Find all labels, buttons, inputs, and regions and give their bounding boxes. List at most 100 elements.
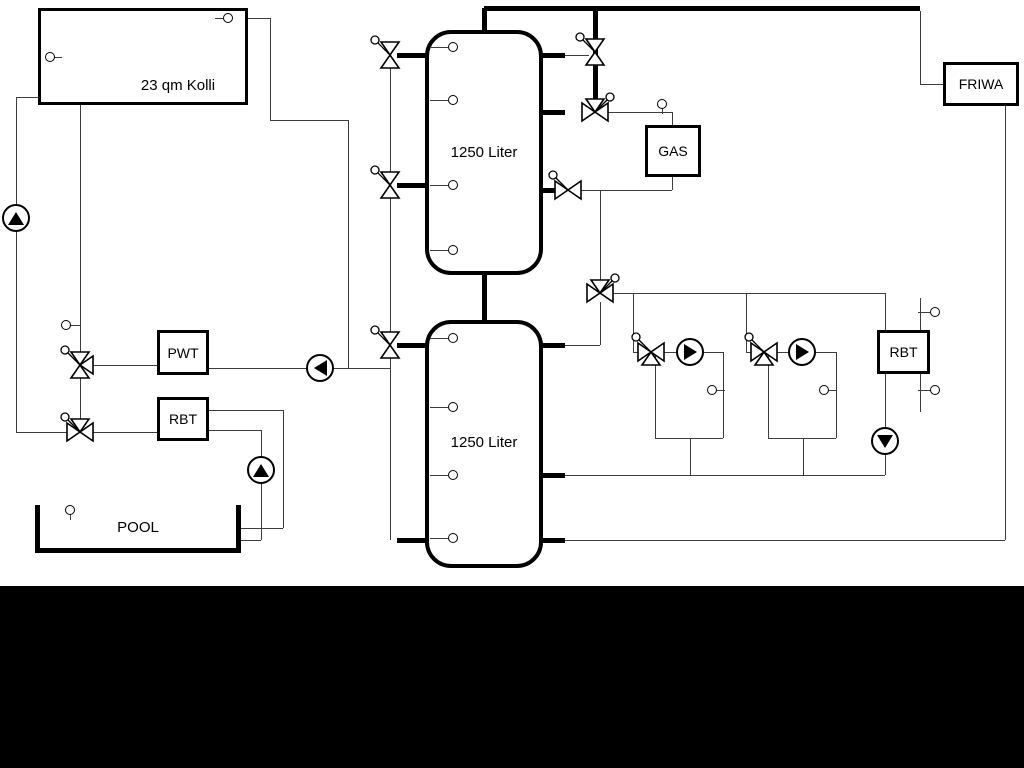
pipe-line <box>815 352 836 353</box>
pipe-line <box>655 352 656 438</box>
pipe-line <box>920 84 943 85</box>
buffer-tank-top: 1250 Liter <box>425 30 543 275</box>
sensor-icon <box>448 42 458 52</box>
pipe-line-thick <box>482 275 487 320</box>
sensor-stem <box>662 108 663 114</box>
three-way-valve-icon <box>581 92 615 123</box>
pipe-line <box>803 438 804 475</box>
valve-icon <box>370 325 401 359</box>
pipe-line <box>92 365 157 366</box>
pipe-line <box>390 42 391 540</box>
sensor-icon <box>930 385 940 395</box>
rbt-left-box: RBT <box>157 397 209 441</box>
pipe-line <box>93 432 157 433</box>
sensor-icon <box>61 320 71 330</box>
sensor-icon <box>707 385 717 395</box>
solar-collector-box: 23 qm Kolli <box>38 8 248 105</box>
rbt-right-label: RBT <box>889 344 918 360</box>
pipe-line <box>768 438 836 439</box>
pipe-line <box>836 352 837 438</box>
pump-direction-triangle <box>877 434 893 448</box>
pipe-line-thick <box>397 343 427 348</box>
sensor-stem <box>70 514 71 520</box>
pipe-line <box>563 475 885 476</box>
pipe-line <box>208 368 390 369</box>
pipe-line <box>563 55 589 56</box>
pipe-line <box>248 18 270 19</box>
pipe-line-thick <box>541 53 565 58</box>
pipe-line-thick <box>541 188 565 193</box>
pipe-line <box>283 410 284 528</box>
pipe-line <box>885 293 886 330</box>
pipe-line <box>16 97 17 432</box>
sensor-stem <box>430 185 448 186</box>
pool-basin: POOL <box>35 505 241 553</box>
pump-icon <box>788 338 816 366</box>
pipe-line-thick <box>541 538 565 543</box>
pipe-line-thick <box>541 110 565 115</box>
pump-icon <box>871 427 899 455</box>
solar-collector-label: 23 qm Kolli <box>140 77 216 94</box>
pipe-line <box>261 430 262 540</box>
pump-icon <box>2 204 30 232</box>
pump-direction-triangle <box>683 344 697 360</box>
pipe-line <box>240 540 261 541</box>
sensor-icon <box>930 307 940 317</box>
friwa-box: FRIWA <box>943 62 1019 106</box>
pipe-line <box>348 120 349 368</box>
pipe-line <box>703 352 723 353</box>
pump-icon <box>247 456 275 484</box>
sensor-icon <box>448 533 458 543</box>
pipe-line <box>208 410 283 411</box>
three-way-valve-icon <box>60 412 94 443</box>
sensor-stem <box>430 407 448 408</box>
pipe-line <box>885 374 886 475</box>
sensor-stem <box>54 57 62 58</box>
pipe-line <box>270 18 271 120</box>
pump-icon <box>676 338 704 366</box>
sensor-stem <box>430 538 448 539</box>
sensor-icon <box>448 333 458 343</box>
pipe-line <box>16 97 38 98</box>
pump-direction-triangle <box>313 360 327 376</box>
sensor-stem <box>918 312 930 313</box>
sensor-icon <box>65 505 75 515</box>
pipe-line <box>612 293 885 294</box>
three-way-valve-icon <box>586 273 620 304</box>
pipe-line <box>563 540 1005 541</box>
sensor-icon <box>448 180 458 190</box>
sensor-stem <box>215 18 223 19</box>
sensor-stem <box>430 47 448 48</box>
pipe-line-thick <box>484 6 920 11</box>
pump-direction-triangle <box>253 463 269 477</box>
sensor-stem <box>828 390 837 391</box>
sensor-icon <box>223 13 233 23</box>
pipe-line <box>920 11 921 84</box>
pipe-line <box>672 112 673 125</box>
pipe-line <box>746 293 747 352</box>
pump-direction-triangle <box>795 344 809 360</box>
valve-icon <box>370 165 401 199</box>
three-way-valve-icon <box>744 332 778 366</box>
sensor-icon <box>448 470 458 480</box>
pipe-line <box>662 352 677 353</box>
pipe-line-thick <box>397 53 427 58</box>
sensor-stem <box>430 475 448 476</box>
pipe-line <box>672 177 673 190</box>
pipe-line-thick <box>397 538 427 543</box>
buffer-tank-bottom-label: 1250 Liter <box>450 434 518 451</box>
pipe-line <box>80 105 81 428</box>
pipe-line-thick <box>541 343 565 348</box>
three-way-valve-icon <box>60 345 94 379</box>
sensor-icon <box>819 385 829 395</box>
pipe-line-thick <box>482 8 487 30</box>
pwt-label: PWT <box>167 344 199 361</box>
sensor-icon <box>448 402 458 412</box>
pwt-box: PWT <box>157 330 209 375</box>
pipe-line <box>655 438 723 439</box>
pipe-line-thick <box>541 473 565 478</box>
friwa-label: FRIWA <box>958 76 1004 92</box>
sensor-stem <box>430 100 448 101</box>
pool-label: POOL <box>117 519 159 536</box>
